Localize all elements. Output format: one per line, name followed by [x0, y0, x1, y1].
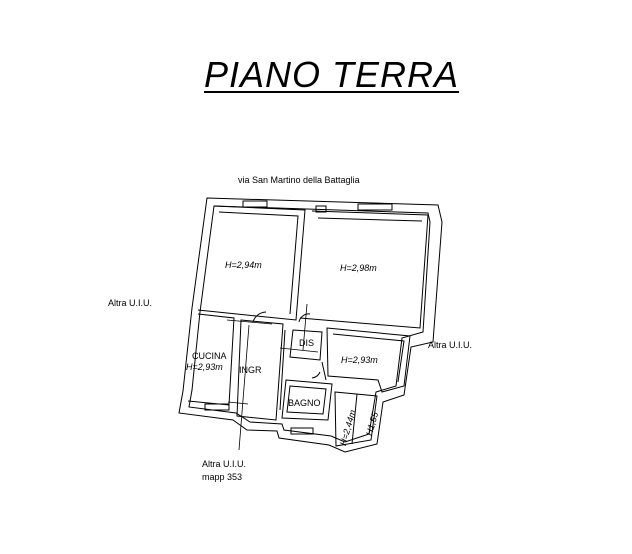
room-top-left-wall-2: [218, 211, 299, 315]
cucina-wall: [187, 313, 235, 406]
neighbor-bottom-label: Altra U.I.U.: [202, 459, 247, 469]
door-swing: [252, 311, 267, 323]
section-line: [227, 401, 249, 405]
ingresso-wall: [236, 319, 284, 421]
window-mark: [315, 205, 327, 213]
room-mid-right-wall: [326, 327, 411, 393]
room-height-top-left: H=2,94m: [225, 260, 262, 270]
small-room-wall: [334, 391, 378, 447]
room-height-mid-right: H=2,93m: [341, 355, 378, 365]
street-label: via San Martino della Battaglia: [238, 175, 360, 185]
window-mark: [357, 203, 393, 211]
partition-small: [351, 393, 358, 445]
room-height-top-right: H=2,98m: [340, 263, 377, 273]
room-top-right-wall: [299, 210, 429, 329]
door-swing: [298, 313, 311, 323]
room-top-left-wall: [197, 205, 306, 321]
outer-wall-outer: [178, 197, 443, 453]
cucina-label: CUCINA: [192, 351, 227, 361]
mapp-label: mapp 353: [202, 472, 243, 482]
outer-wall-inner: [188, 205, 431, 443]
section-line: [226, 319, 273, 325]
bagno-label: BAGNO: [288, 398, 321, 408]
cucina-height-label: H=2,93m: [186, 362, 223, 372]
room-mid-right-wall-2: [332, 333, 405, 383]
section-line: [238, 324, 250, 451]
corridor-wall-2: [321, 361, 327, 381]
bagno-wall: [281, 379, 333, 421]
page-title: PIANO TERRA: [204, 54, 460, 95]
window-mark: [204, 403, 230, 411]
neighbor-right-label: Altra U.I.U.: [428, 340, 473, 350]
bagno-wall-2: [286, 385, 327, 415]
ingresso-label: INGR: [239, 365, 262, 375]
corridor-wall: [279, 329, 286, 411]
dis-wall: [289, 329, 323, 361]
room-top-right-wall-2: [317, 217, 423, 222]
section-line: [279, 347, 319, 353]
window-mark: [290, 427, 314, 435]
neighbor-left-label: Altra U.I.U.: [108, 298, 153, 308]
section-line: [302, 303, 308, 351]
window-mark: [242, 200, 268, 208]
door-swing: [311, 371, 321, 379]
dis-label: DIS: [299, 338, 315, 348]
